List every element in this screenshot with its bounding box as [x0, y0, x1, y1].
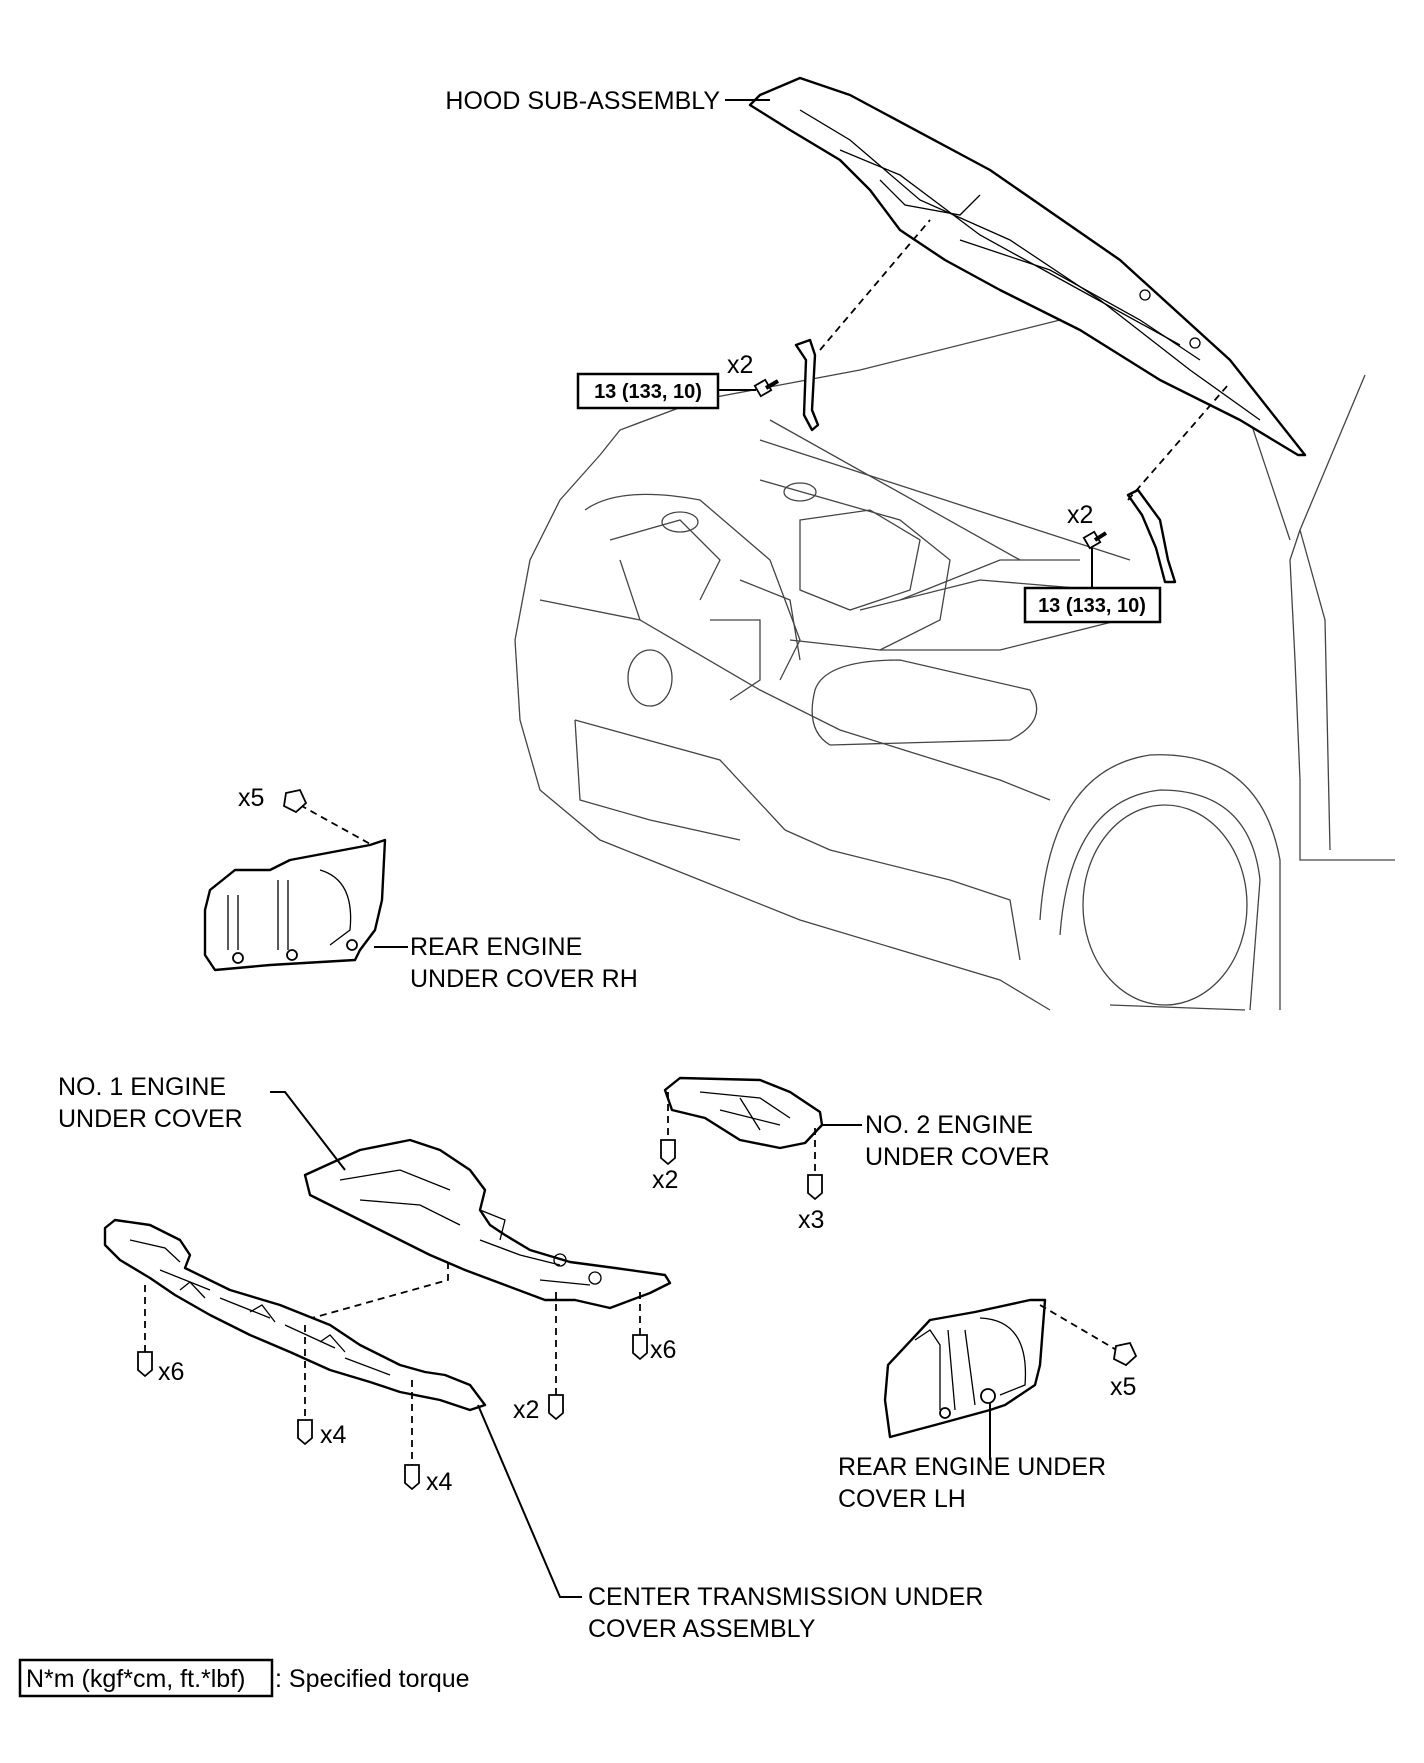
bolt-icon [660, 1139, 676, 1166]
no2-engine-under-cover: x2 x3 NO. 2 ENGINE UNDER COVER [652, 1076, 1050, 1234]
torque-legend: N*m (kgf*cm, ft.*lbf) : Specified torque [18, 1658, 470, 1698]
rear-rh-label-line2: UNDER COVER RH [410, 965, 638, 993]
rear-rh-qty: x5 [238, 784, 264, 812]
bolt-icon [548, 1394, 564, 1421]
center-label-line1: CENTER TRANSMISSION UNDER [588, 1583, 983, 1611]
no1-right-qty: x6 [650, 1336, 676, 1364]
rear-engine-under-cover-rh: x5 REAR ENGINE UNDER COVER RH [203, 784, 638, 993]
clip-icon [1113, 1341, 1138, 1367]
hood-hinge-left: x2 13 (133, 10) [576, 219, 931, 432]
bolt-icon [632, 1334, 648, 1361]
rear-rh-label-line1: REAR ENGINE [410, 933, 582, 961]
center-label-line2: COVER ASSEMBLY [588, 1615, 816, 1643]
legend-unit: N*m (kgf*cm, ft.*lbf) [26, 1665, 245, 1693]
hinge-left-qty: x2 [727, 351, 753, 379]
center-transmission-under-cover: x6 x4 x4 CENTER TRANSMISSION UNDER COVER… [103, 1218, 983, 1643]
no2-right-qty: x3 [798, 1206, 824, 1234]
legend-box [18, 1658, 274, 1698]
no2-left-qty: x2 [652, 1166, 678, 1194]
bolt-icon [1082, 530, 1108, 550]
bolt-icon [297, 1419, 313, 1446]
legend-text: : Specified torque [275, 1665, 470, 1693]
hood-sub-assembly [748, 76, 1307, 457]
hinge-right-qty: x2 [1067, 501, 1093, 529]
center-left-qty: x6 [158, 1358, 184, 1386]
torque-box-left [576, 372, 720, 410]
bolt-icon [807, 1174, 823, 1201]
rear-lh-label-line2: COVER LH [838, 1485, 966, 1513]
bolt-icon [753, 378, 780, 398]
rear-engine-under-cover-lh: x5 REAR ENGINE UNDER COVER LH [838, 1298, 1138, 1513]
torque-left-value: 13 (133, 10) [594, 381, 702, 403]
bolt-icon [137, 1351, 153, 1378]
no1-engine-under-cover: x2 x6 NO. 1 ENGINE UNDER COVER [58, 1073, 676, 1424]
vehicle-front-outline [514, 309, 1395, 1011]
torque-box-right [1023, 586, 1162, 624]
clip-icon [283, 788, 308, 814]
no2-label-line2: UNDER COVER [865, 1143, 1050, 1171]
center-mid1-qty: x4 [320, 1421, 347, 1449]
no1-mid-qty: x2 [513, 1396, 539, 1424]
rear-lh-qty: x5 [1110, 1373, 1136, 1401]
torque-right-value: 13 (133, 10) [1038, 595, 1146, 617]
bolt-icon [404, 1464, 420, 1491]
hood-hinge-right: x2 13 (133, 10) [1023, 384, 1229, 624]
no2-label-line1: NO. 2 ENGINE [865, 1111, 1033, 1139]
rear-lh-label-line1: REAR ENGINE UNDER [838, 1453, 1106, 1481]
hood-label: HOOD SUB-ASSEMBLY [445, 87, 720, 115]
no1-label-line2: UNDER COVER [58, 1105, 243, 1133]
center-mid2-qty: x4 [426, 1468, 453, 1496]
no1-label-line1: NO. 1 ENGINE [58, 1073, 226, 1101]
